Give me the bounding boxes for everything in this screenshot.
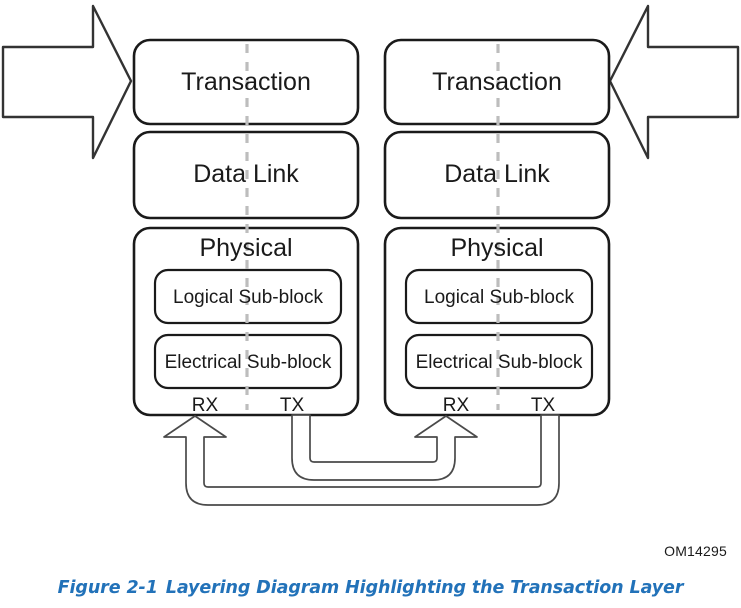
left-transaction-label: Transaction xyxy=(181,68,311,96)
right-tx-label: TX xyxy=(530,395,556,416)
right-rx-label: RX xyxy=(442,395,470,416)
inbound-arrow-left xyxy=(1,4,133,160)
om-code: OM14295 xyxy=(664,543,727,559)
link-left-tx-to-right-rx xyxy=(291,414,478,481)
right-data-link-label: Data Link xyxy=(444,160,550,188)
left-data-link-label: Data Link xyxy=(193,160,299,188)
left-physical-label: Physical xyxy=(199,234,293,262)
left-tx-label: TX xyxy=(279,395,305,416)
inbound-arrow-right xyxy=(608,4,740,160)
figure-number: Figure 2-1 xyxy=(57,578,158,598)
link-right-tx-to-left-rx xyxy=(163,414,560,506)
left-electrical-sub-block-label: Electrical Sub-block xyxy=(164,352,332,373)
left-logical-sub-block-label: Logical Sub-block xyxy=(173,287,323,308)
right-physical-label: Physical xyxy=(450,234,544,262)
left-rx-label: RX xyxy=(191,395,219,416)
figure-caption-text: Layering Diagram Highlighting the Transa… xyxy=(165,578,684,598)
figure-caption: Figure 2-1 Layering Diagram Highlighting… xyxy=(0,578,741,598)
right-transaction-label: Transaction xyxy=(432,68,562,96)
right-logical-sub-block-label: Logical Sub-block xyxy=(424,287,574,308)
right-electrical-sub-block-label: Electrical Sub-block xyxy=(415,352,583,373)
